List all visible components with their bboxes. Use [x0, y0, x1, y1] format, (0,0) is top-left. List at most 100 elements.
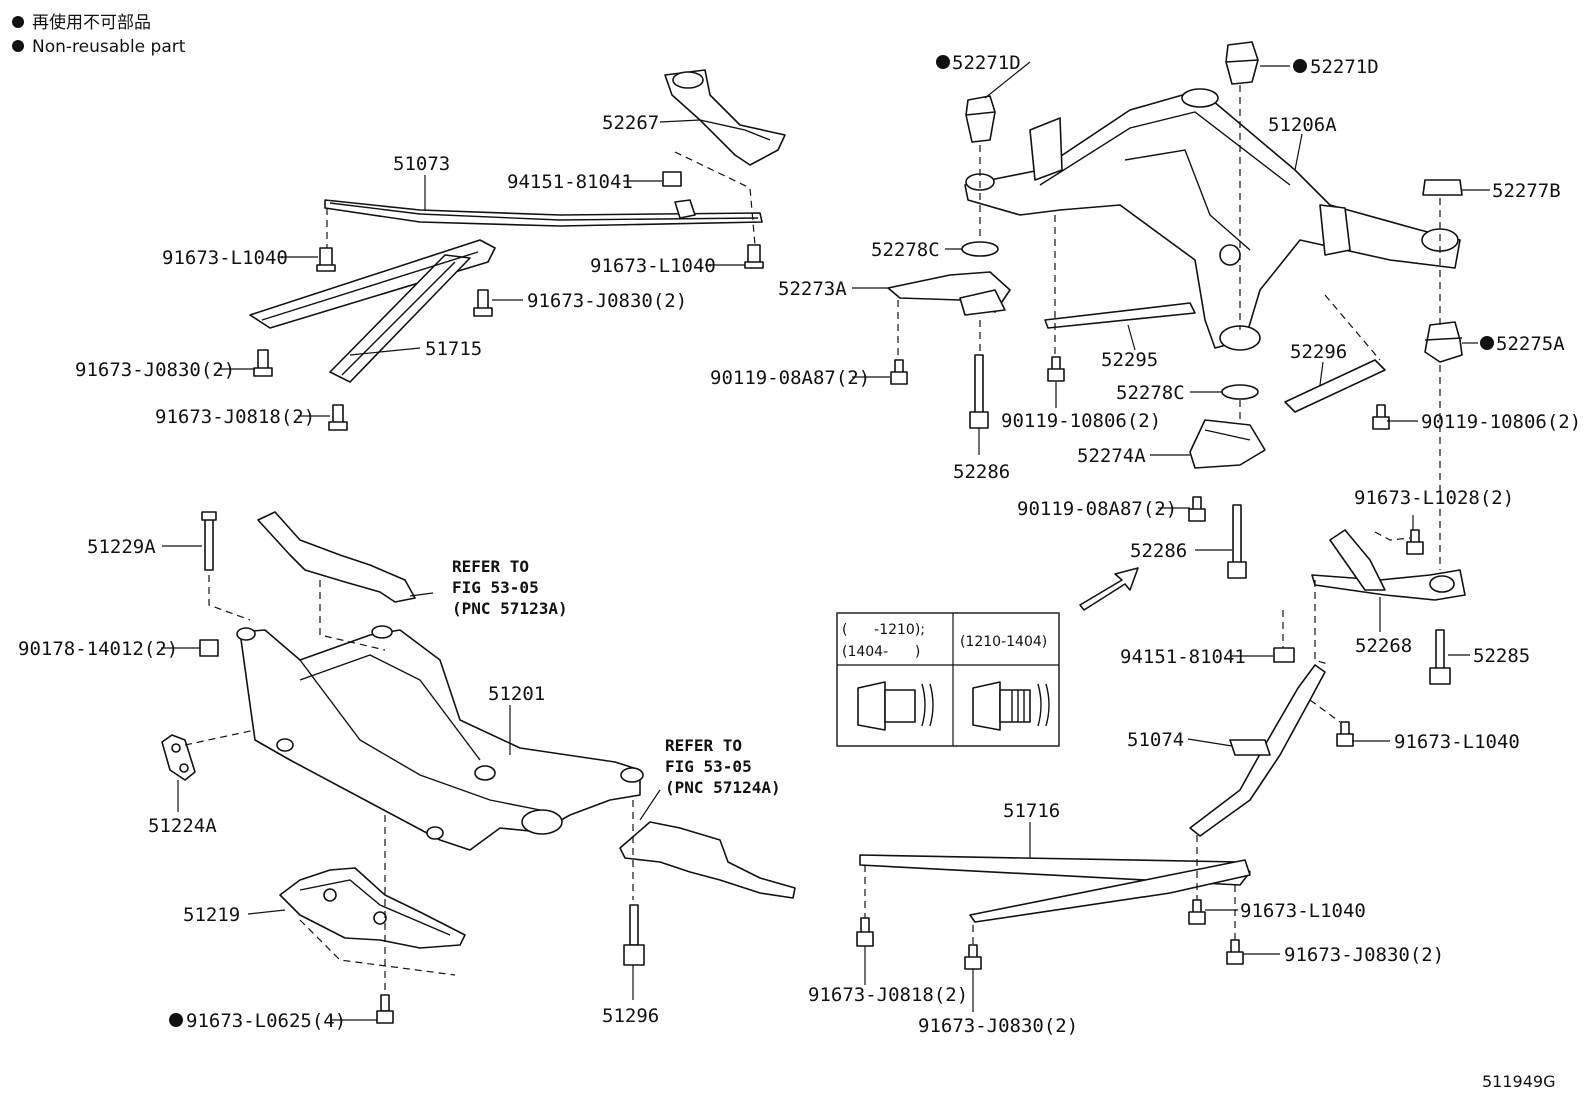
non-reusable-bullet-icon: [12, 16, 24, 28]
brace-51073-shape: [324, 199, 763, 227]
label-51074: 51074: [1127, 729, 1184, 751]
hidden-line: [1309, 699, 1341, 723]
part-labels: 52271D 52271D 52267 51073 94151-81041 91…: [18, 52, 1581, 1037]
mount-52275A-shape: [1424, 321, 1463, 363]
figure-code: 511949G: [1482, 1072, 1555, 1091]
non-reusable-bullet-icon: [936, 55, 950, 69]
washer-52278C-bot-shape: [1221, 384, 1259, 400]
hidden-line: [208, 575, 251, 621]
label-52271D-right: 52271D: [1310, 56, 1379, 78]
hidden-line: [299, 919, 456, 976]
label-90119-10806-a: 90119-10806(2): [1001, 410, 1161, 432]
label-52273A: 52273A: [778, 278, 847, 300]
brace-51074-shape: [1189, 664, 1326, 837]
label-52296: 52296: [1290, 341, 1347, 363]
label-52278C-top: 52278C: [871, 239, 940, 261]
bracket-51224A-shape: [161, 734, 196, 781]
label-91673-L1040-b: 91673-L1040: [590, 255, 716, 277]
brace-51715-shape: [249, 239, 496, 383]
bracket-52267-shape: [664, 69, 786, 166]
non-reusable-bullet-icon: [1293, 59, 1307, 73]
rod-52295-shape: [1044, 302, 1196, 329]
inset-col1-line2: (1404- ): [842, 644, 920, 660]
refer-note-line: REFER TO: [665, 736, 742, 755]
label-52285: 52285: [1473, 645, 1530, 667]
label-52278C-bot: 52278C: [1116, 382, 1185, 404]
label-94151-top: 94151-81041: [507, 171, 633, 193]
washer-52278C-top-shape: [961, 241, 999, 257]
refer-note-line: (PNC 57123A): [452, 599, 568, 618]
inset-variant-box: ( -1210); (1404- ) (1210-1404): [836, 612, 1060, 747]
label-52271D-left: 52271D: [952, 52, 1021, 74]
label-90178: 90178-14012(2): [18, 638, 178, 660]
rod-52296-shape: [1284, 359, 1386, 413]
label-91673-L1028: 91673-L1028(2): [1354, 487, 1514, 509]
label-52295: 52295: [1101, 349, 1158, 371]
bolt-variant-1-icon: [857, 681, 934, 731]
inset-col1-line1: ( -1210);: [842, 622, 925, 638]
label-91673-L1040-d: 91673-L1040: [1240, 900, 1366, 922]
refer-note-line: FIG 53-05: [452, 578, 539, 597]
mount-52271D-right-shape: [1225, 41, 1259, 85]
fasteners-upper-left: [253, 171, 764, 431]
refer-note-line: FIG 53-05: [665, 757, 752, 776]
label-51716: 51716: [1003, 800, 1060, 822]
legend: 再使用不可部品 Non-reusable part: [12, 12, 186, 57]
label-52286-a: 52286: [953, 461, 1010, 483]
bracket-57124A-ref-shape: [619, 821, 796, 899]
label-52286-b: 52286: [1130, 540, 1187, 562]
label-90119-10806-b: 90119-10806(2): [1421, 411, 1581, 433]
label-91673-L1040-a: 91673-L1040: [162, 247, 288, 269]
refer-note-line: REFER TO: [452, 557, 529, 576]
label-91673-J0830-c: 91673-J0830(2): [1284, 944, 1444, 966]
label-91673-L0625: 91673-L0625(4): [186, 1010, 346, 1032]
label-91673-L1040-c: 91673-L1040: [1394, 731, 1520, 753]
label-52277B: 52277B: [1492, 180, 1561, 202]
label-91673-J0830-b: 91673-J0830(2): [75, 359, 235, 381]
bolts-upper-right: [890, 354, 1390, 579]
subframe-51206A-shape: [964, 88, 1461, 351]
label-91673-J0818-b: 91673-J0818(2): [808, 984, 968, 1006]
label-51206A: 51206A: [1268, 114, 1337, 136]
crossmember-51201-shape: [236, 625, 644, 851]
legend-en: Non-reusable part: [32, 37, 186, 57]
hidden-line: [319, 580, 386, 651]
label-90119-08A87-b: 90119-08A87(2): [1017, 498, 1177, 520]
inset-col2: (1210-1404): [960, 634, 1047, 650]
non-reusable-bullet-icon: [1480, 336, 1494, 350]
arm-52273A-shape: [887, 271, 1011, 316]
brace-51716-shape: [859, 854, 1251, 923]
label-51229A: 51229A: [87, 536, 156, 558]
washer-52277B-shape: [1422, 179, 1463, 196]
label-90119-08A87-a: 90119-08A87(2): [710, 367, 870, 389]
hidden-line: [184, 729, 256, 746]
label-52268: 52268: [1355, 635, 1412, 657]
label-51224A: 51224A: [148, 815, 217, 837]
plate-51219-shape: [279, 867, 466, 949]
label-91673-J0818-a: 91673-J0818(2): [155, 406, 315, 428]
label-91673-J0830-a: 91673-J0830(2): [527, 290, 687, 312]
leader-lines: [161, 61, 1490, 1021]
refer-note-57124A: REFER TO FIG 53-05 (PNC 57124A): [665, 736, 781, 797]
label-52267: 52267: [602, 112, 659, 134]
refer-note-57123A: REFER TO FIG 53-05 (PNC 57123A): [452, 557, 568, 618]
arm-52268-shape: [1311, 529, 1466, 601]
label-51201: 51201: [488, 683, 545, 705]
non-reusable-bullet-icon: [12, 40, 24, 52]
label-94151-bot: 94151-81041: [1120, 646, 1246, 668]
label-91673-J0830-d: 91673-J0830(2): [918, 1015, 1078, 1037]
hidden-line: [1374, 531, 1411, 541]
bracket-52274A-shape: [1189, 419, 1266, 469]
label-51296: 51296: [602, 1005, 659, 1027]
legend-jp: 再使用不可部品: [32, 12, 151, 33]
bracket-57123A-ref-shape: [257, 511, 416, 603]
hidden-line: [1314, 580, 1331, 666]
bolts-lower-left: [199, 511, 645, 1024]
label-51073: 51073: [393, 153, 450, 175]
label-52275A: 52275A: [1496, 333, 1565, 355]
label-51715: 51715: [425, 338, 482, 360]
hidden-line: [674, 151, 756, 246]
non-reusable-bullet-icon: [169, 1013, 183, 1027]
bolts-lower-right: [856, 529, 1451, 970]
